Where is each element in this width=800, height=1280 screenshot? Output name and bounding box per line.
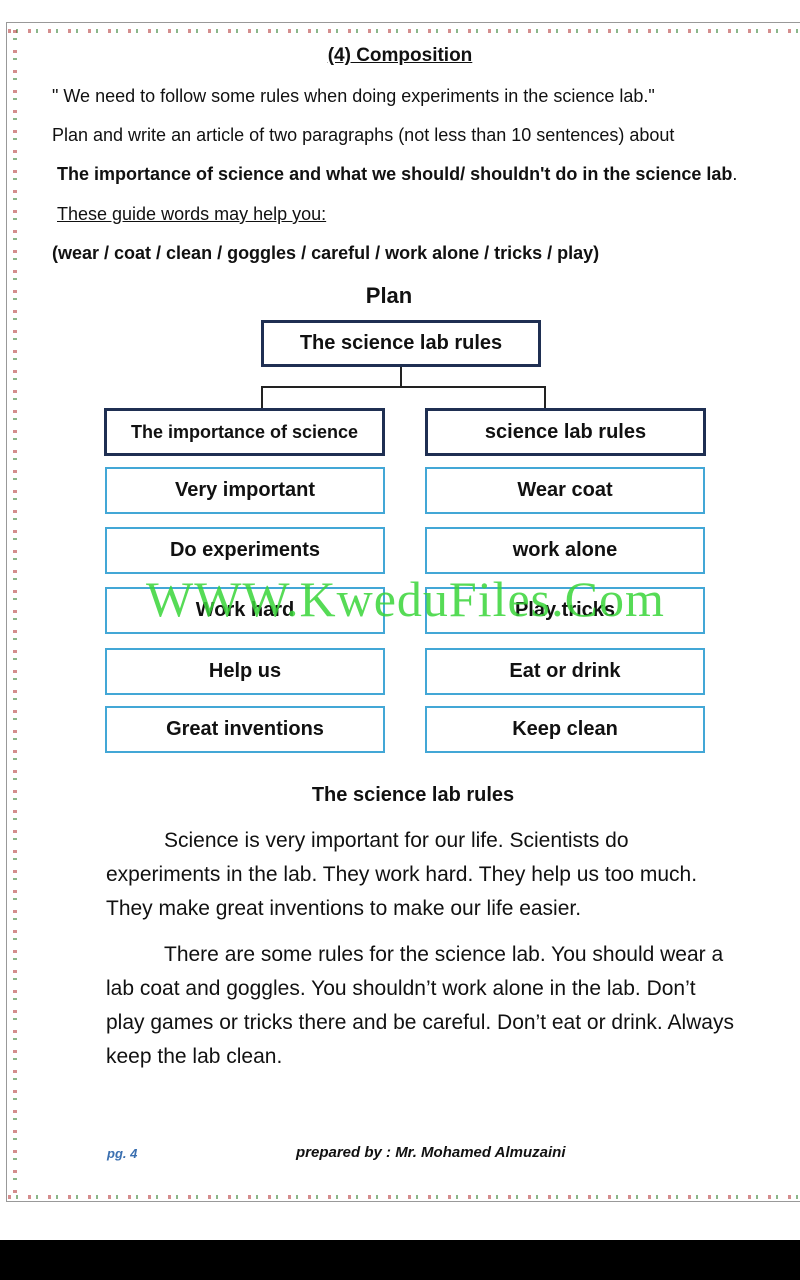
- right-header-box: science lab rules: [425, 408, 706, 456]
- left-item-box: Great inventions: [105, 706, 385, 753]
- right-item-label: Eat or drink: [509, 660, 621, 682]
- left-item-box: Do experiments: [105, 527, 385, 574]
- essay-paragraph: Science is very important for our life. …: [106, 829, 698, 920]
- connector-right: [544, 386, 546, 408]
- right-item-box: Keep clean: [425, 706, 705, 753]
- plan-title: Plan: [365, 283, 413, 308]
- plan-root-box: The science lab rules: [261, 320, 541, 367]
- prompt-quote: " We need to follow some rules when doin…: [52, 86, 655, 106]
- left-item-box: Help us: [105, 648, 385, 695]
- left-item-label: Do experiments: [169, 539, 321, 561]
- right-item-box: work alone: [425, 527, 705, 574]
- right-header-label: science lab rules: [484, 420, 647, 443]
- section-title: (4) Composition: [327, 45, 473, 66]
- left-item-box: Work hard: [105, 587, 385, 634]
- guide-words: (wear / coat / clean / goggles / careful…: [52, 243, 600, 263]
- right-item-label: Keep clean: [512, 718, 618, 740]
- plan-root-label: The science lab rules: [299, 332, 503, 354]
- right-item-box: Eat or drink: [425, 648, 705, 695]
- bottom-black-bar: [0, 1240, 800, 1280]
- left-item-box: Very important: [105, 467, 385, 514]
- left-item-label: Help us: [208, 660, 282, 682]
- right-item-label: Wear coat: [517, 479, 613, 501]
- watermark-text: WWW.KweduFiles.Com: [146, 571, 665, 627]
- prompt-instruction: Plan and write an article of two paragra…: [52, 125, 675, 145]
- right-item-box: Play tricks: [425, 587, 705, 634]
- left-item-label: Work hard: [195, 599, 295, 621]
- left-header-box: The importance of science: [104, 408, 385, 456]
- right-item-label: work alone: [512, 539, 618, 561]
- connector-left: [261, 386, 263, 408]
- left-header-label: The importance of science: [130, 421, 359, 442]
- essay-paragraph: There are some rules for the science lab…: [106, 943, 734, 1068]
- connector-stem: [400, 367, 402, 387]
- right-item-box: Wear coat: [425, 467, 705, 514]
- right-item-label: Play tricks: [514, 599, 616, 621]
- prompt-topic-line: The importance of science and what we sh…: [57, 164, 737, 185]
- prompt-topic-end: .: [732, 164, 738, 184]
- prepared-by: prepared by : Mr. Mohamed Almuzaini: [296, 1144, 566, 1161]
- page-number: pg. 4: [107, 1146, 138, 1161]
- left-item-label: Very important: [174, 479, 316, 501]
- prompt-topic: The importance of science and what we sh…: [57, 164, 733, 184]
- page-frame: [6, 22, 800, 1202]
- essay-title: The science lab rules: [311, 784, 515, 806]
- guide-words-label: These guide words may help you:: [57, 204, 327, 224]
- connector-horizontal: [261, 386, 546, 388]
- left-item-label: Great inventions: [166, 718, 324, 740]
